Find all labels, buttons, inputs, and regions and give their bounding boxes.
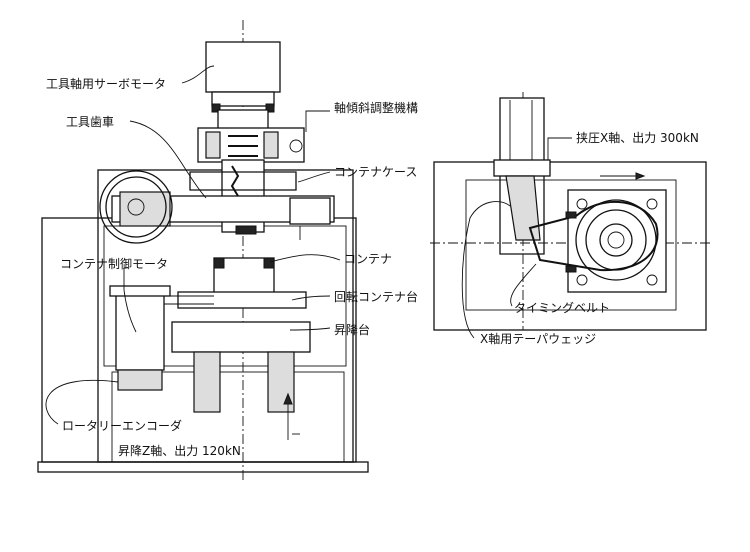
- leader-control-motor: [123, 269, 137, 333]
- lift-table: [171, 321, 311, 353]
- timing-belt: [528, 200, 659, 272]
- label-shaft-tilt-mechanism: 軸傾斜調整機構: [334, 100, 418, 115]
- rotary-plate: [567, 189, 667, 293]
- label-press-x-axis: 挟圧X軸、出力 300kN: [576, 131, 699, 145]
- rotary-table: [177, 291, 307, 309]
- leader-press-x: [547, 137, 572, 160]
- label-container-case: コンテナケース: [334, 165, 417, 179]
- servo-motor-body: [205, 41, 281, 93]
- lift-column-left: [193, 351, 221, 413]
- pulley-outer: [575, 199, 657, 281]
- adjust-screw: [289, 139, 303, 153]
- leader-servo: [181, 65, 215, 84]
- label-lift-z-axis: 昇降Z軸、出力 120kN: [118, 444, 241, 458]
- press-arrow-head: [635, 172, 646, 180]
- base-plate: [37, 461, 369, 473]
- coupling: [217, 109, 269, 131]
- right-plan-view: [430, 92, 712, 339]
- bolt-left: [211, 103, 221, 113]
- label-rotary-encoder: ロータリーエンコーダ: [62, 418, 182, 433]
- control-motor: [115, 293, 165, 371]
- leader-tool-gear: [129, 120, 207, 199]
- press-frame-outer: [433, 161, 707, 331]
- label-container: コンテナ: [344, 252, 392, 266]
- control-motor-cap: [109, 285, 171, 297]
- press-frame-inner: [465, 179, 677, 311]
- label-timing-belt: タイミングベルト: [514, 301, 610, 315]
- side-motor: [289, 197, 331, 225]
- label-container-control-motor: コンテナ制御モータ: [60, 256, 168, 271]
- wedge-guide: [499, 176, 545, 255]
- pulley-inner: [599, 223, 633, 257]
- tilt-bearing-right: [263, 131, 279, 159]
- shaft-spline: [228, 135, 258, 157]
- container-case: [189, 171, 297, 191]
- leader-rotary-table: [291, 295, 331, 301]
- label-tool-servo-motor: 工具軸用サーボモータ: [46, 77, 166, 91]
- pulley-hub: [607, 231, 625, 249]
- label-lift-table: 昇降台: [334, 322, 370, 337]
- large-gear: [99, 170, 173, 244]
- x-axis-ram: [499, 97, 545, 165]
- plate-bolt-2: [646, 198, 658, 210]
- label-rotary-container-table: 回転コンテナ台: [334, 289, 418, 304]
- taper-wedge: [505, 175, 541, 241]
- servo-motor-flange: [211, 91, 275, 107]
- label-tool-gear: 工具歯車: [66, 115, 114, 129]
- leader-container: [269, 254, 341, 263]
- ram-flange: [493, 159, 551, 177]
- leader-timing-belt: [510, 263, 537, 307]
- lower-housing: [111, 371, 345, 463]
- tilt-bearing-left: [205, 131, 221, 159]
- leader-encoder: [45, 380, 119, 425]
- bolt-right: [265, 103, 275, 113]
- tool-tip: [235, 225, 257, 235]
- leader-taper-wedge: [461, 201, 511, 339]
- leader-lift-table: [289, 327, 331, 331]
- encoder-body: [117, 369, 163, 391]
- container-clamp-right: [263, 257, 275, 269]
- leader-tilt: [305, 110, 330, 132]
- plate-bolt-3: [576, 274, 588, 286]
- label-x-axis-taper-wedge: X軸用テーパウェッジ: [480, 332, 596, 346]
- left-elevation-view: [37, 20, 369, 480]
- gear-hub: [127, 198, 145, 216]
- plate-bolt-1: [576, 198, 588, 210]
- large-gear-inner: [105, 176, 167, 238]
- container-clamp-left: [213, 257, 225, 269]
- plate-bolt-4: [646, 274, 658, 286]
- belt-tensioner-1: [565, 211, 577, 219]
- leader-case: [297, 171, 331, 183]
- belt-tensioner-2: [565, 265, 577, 273]
- lift-arrow-head: [283, 392, 293, 405]
